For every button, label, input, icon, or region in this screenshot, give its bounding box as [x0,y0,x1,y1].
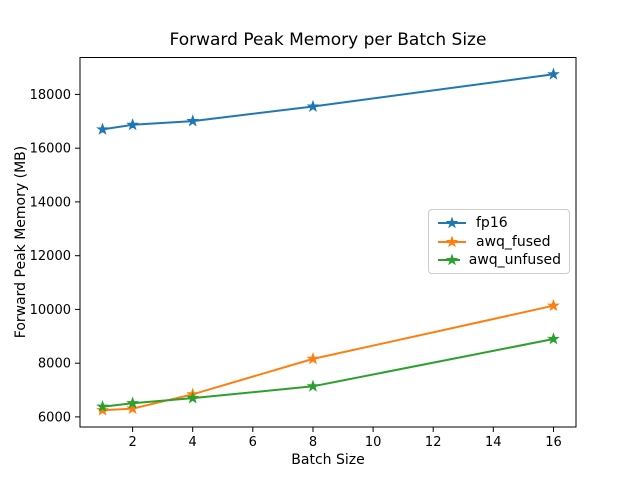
legend-line-sample-fp16 [438,216,466,229]
y-tick-label: 6000 [38,410,71,425]
marker-awq_fused [96,403,109,416]
marker-awq_unfused [126,396,139,409]
marker-awq_fused [306,352,320,365]
marker-awq_unfused [547,332,560,345]
marker-fp16 [186,114,200,127]
legend-entry-awq-fused: awq_fused [437,235,561,249]
marker-awq_unfused [96,400,109,413]
x-tick-label: 2 [128,435,136,450]
x-axis-label: Batch Size [291,452,365,468]
marker-fp16 [547,67,560,80]
marker-fp16 [306,99,320,112]
x-tick-label: 12 [425,435,442,450]
legend-line-sample-awq-fused [438,234,466,247]
marker-awq_fused [547,298,560,312]
marker-awq_unfused [186,391,200,404]
x-tick-label: 16 [545,435,562,450]
y-axis-label: Forward Peak Memory (MB) [13,145,29,339]
legend-sample-marker [445,234,459,247]
y-tick-label: 10000 [30,303,71,318]
chart-title: Forward Peak Memory per Batch Size [169,30,487,50]
marker-fp16 [126,118,139,131]
y-tick-label: 18000 [30,88,71,103]
x-tick-label: 4 [189,435,197,450]
legend-label-awq-unfused: awq_unfused [468,251,561,268]
marker-awq_fused [126,401,139,415]
x-tick-label: 10 [365,435,382,450]
legend-label-awq-fused: awq_fused [476,233,551,250]
legend-line-sample-awq-unfused [438,253,460,266]
legend-label-fp16: fp16 [476,215,508,232]
legend: fp16 awq_fused awq_unfused [428,209,570,274]
x-tick-label: 8 [309,435,317,450]
legend-sample-marker [445,253,459,266]
y-axis-ticks: 6000 8000 10000 12000 14000 16000 18000 [30,88,80,425]
y-tick-label: 12000 [30,249,71,264]
legend-entry-fp16: fp16 [437,216,561,230]
marker-fp16 [96,122,109,135]
x-tick-label: 6 [249,435,257,450]
y-tick-label: 8000 [38,357,71,372]
y-tick-label: 16000 [30,142,71,157]
x-tick-label: 14 [485,435,502,450]
legend-entry-awq-unfused: awq_unfused [437,253,561,267]
x-axis-ticks: 2 4 6 8 10 12 14 16 [128,427,562,450]
marker-awq_unfused [306,379,320,392]
legend-sample-marker [445,216,459,229]
y-tick-label: 14000 [30,195,71,210]
